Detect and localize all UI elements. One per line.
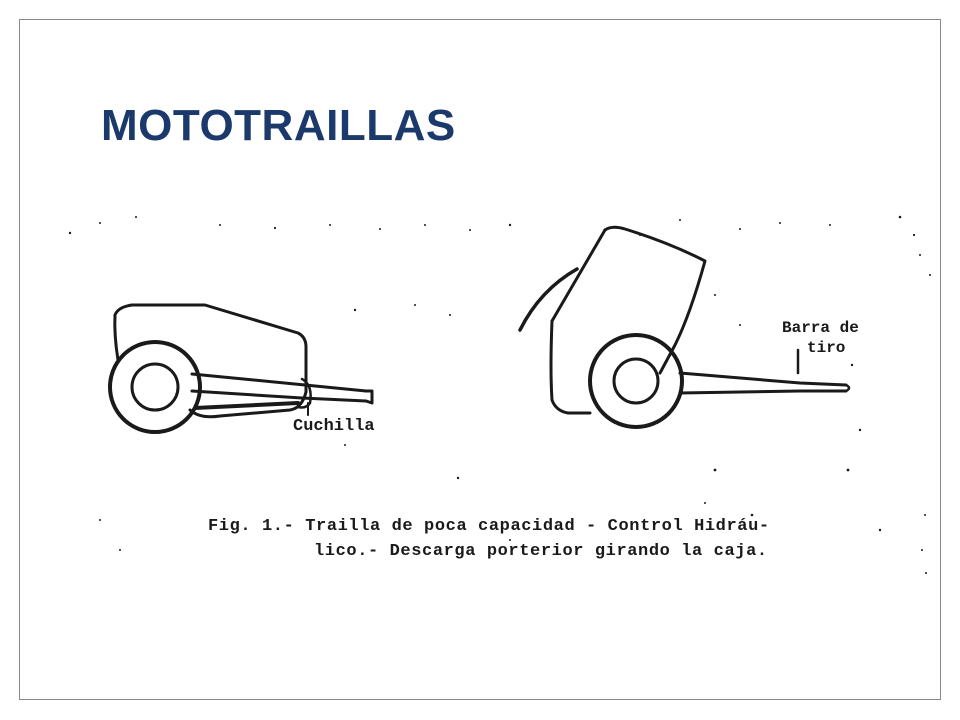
drawbar-label-line1: Barra de (782, 319, 859, 337)
scraper-dumping-drawing (518, 225, 851, 429)
slide-title: MOTOTRAILLAS (101, 101, 456, 150)
scraper-drawing (68, 215, 931, 574)
slide-frame (19, 19, 941, 700)
scraper-loading-drawing (108, 303, 374, 434)
scan-speckles (68, 215, 931, 574)
figure-caption-line1: Fig. 1.- Trailla de poca capacidad - Con… (208, 517, 770, 536)
figure-caption-line2: lico.- Descarga porterior girando la caj… (314, 542, 768, 561)
scraper-figure: Cuchilla Barra de tiro Fig. 1.- Trailla … (40, 195, 940, 595)
drawbar-label-line2: tiro (807, 339, 846, 357)
blade-label: Cuchilla (293, 417, 375, 436)
